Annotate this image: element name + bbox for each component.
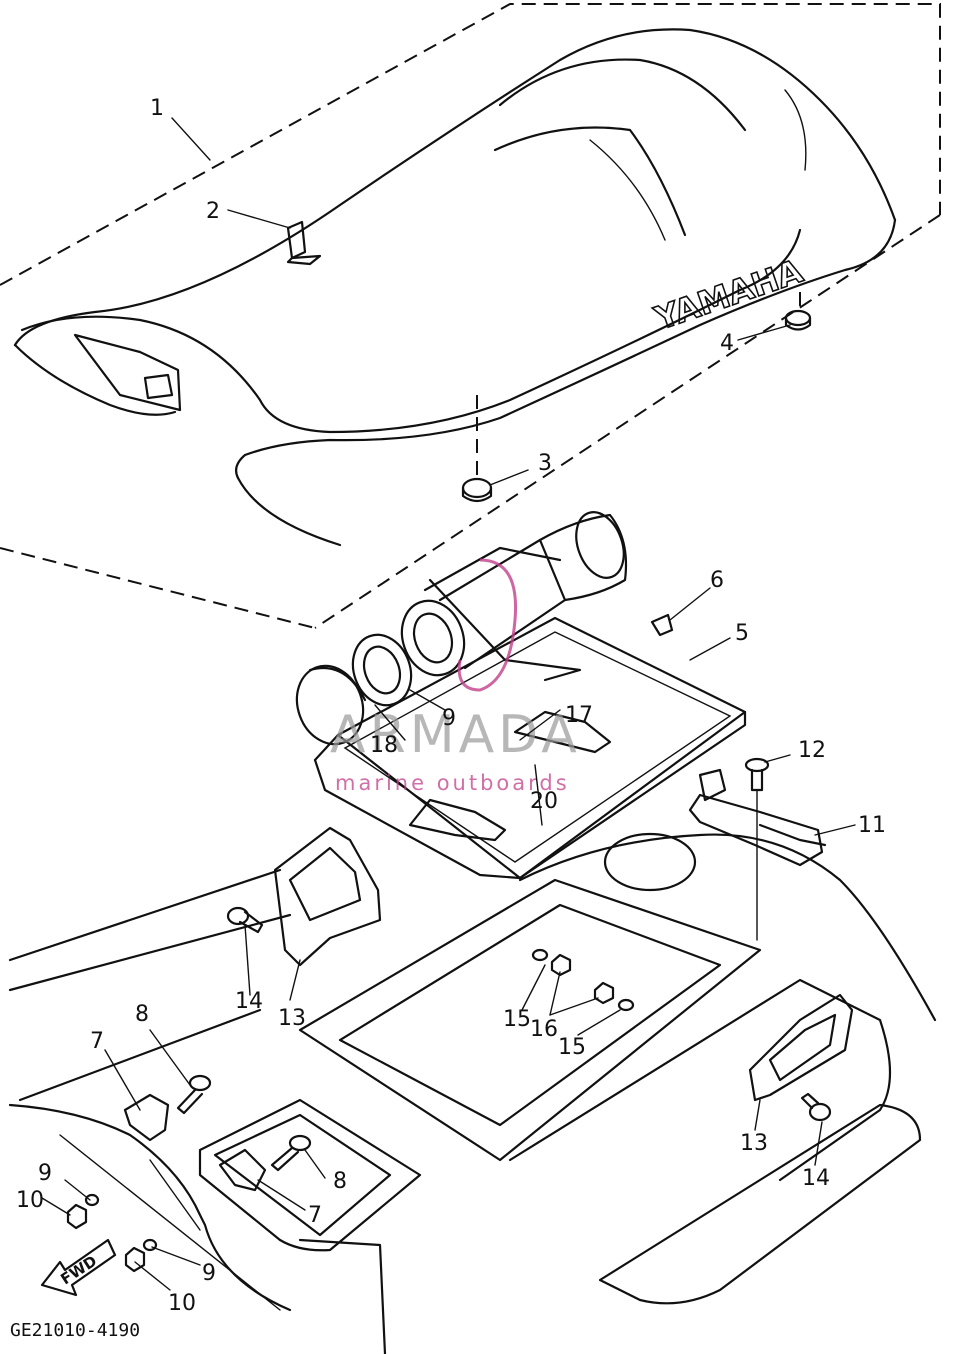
- washer-part-15-a: [531, 948, 549, 962]
- clip-part-6: [650, 613, 674, 637]
- callout-4: 4: [720, 331, 734, 356]
- screw-part-14-right: [800, 1092, 832, 1122]
- callout-18: 18: [370, 733, 398, 758]
- svg-text:FWD: FWD: [57, 1252, 100, 1288]
- seat-tag-part-2: [286, 220, 322, 266]
- nut-part-16-b: [593, 981, 615, 1005]
- callout-numbers: 1 2 3 4 5 6 9 17 18 12 20 11 14 13 15 16…: [16, 96, 886, 1316]
- callout-9-top: 9: [442, 706, 456, 731]
- ring-part-9: [351, 633, 413, 707]
- callout-13-left: 13: [278, 1006, 306, 1031]
- bracket-part-13-right: [748, 993, 854, 1102]
- washer-part-9-left: [84, 1193, 100, 1207]
- screw-part-14-left: [226, 906, 264, 934]
- callout-5: 5: [735, 621, 749, 646]
- deck-body: [8, 832, 937, 1354]
- nut-part-16-a: [550, 953, 572, 977]
- callout-6: 6: [710, 568, 724, 593]
- callout-leaders: [41, 117, 856, 1291]
- cap-part-18: [295, 664, 367, 746]
- bolt-part-8-lower: [270, 1134, 312, 1172]
- bolt-part-8-upper: [176, 1074, 212, 1115]
- svg-text:marine outboards: marine outboards: [335, 771, 570, 795]
- seat-assembly-boundary: [0, 3, 941, 629]
- svg-text:ARMADA: ARMADA: [330, 705, 581, 765]
- callout-10-left: 10: [16, 1188, 44, 1213]
- callout-16: 16: [530, 1017, 558, 1042]
- fitting-part-17: [400, 511, 628, 682]
- yamaha-logo: YAMAHA: [648, 251, 808, 339]
- callout-1: 1: [150, 96, 164, 121]
- nut-part-10-left: [66, 1203, 88, 1230]
- callout-20: 20: [530, 789, 558, 814]
- callout-8-lower: 8: [333, 1169, 347, 1194]
- nut-part-10-bottom: [124, 1246, 146, 1273]
- damper-part-4: [784, 292, 812, 331]
- seat-part-1: [13, 28, 897, 547]
- callout-15-left: 15: [503, 1007, 531, 1032]
- washer-part-15-b: [617, 998, 635, 1012]
- forward-direction-arrow: FWD: [40, 1238, 117, 1297]
- callout-8-upper: 8: [135, 1002, 149, 1027]
- callout-7-lower: 7: [308, 1203, 322, 1228]
- callout-11: 11: [858, 813, 886, 838]
- bolt-part-12: [744, 757, 770, 941]
- latch-part-11: [688, 768, 827, 867]
- svg-text:YAMAHA: YAMAHA: [649, 252, 807, 338]
- callout-2: 2: [206, 199, 220, 224]
- callout-10-bottom: 10: [168, 1291, 196, 1316]
- callout-15-right: 15: [558, 1035, 586, 1060]
- bracket-part-13-left: [273, 826, 382, 967]
- callout-3: 3: [538, 451, 552, 476]
- callout-12: 12: [798, 738, 826, 763]
- hinge-part-7-upper: [123, 1093, 170, 1142]
- callout-14-left: 14: [235, 989, 263, 1014]
- callout-9-bottom: 9: [202, 1261, 216, 1286]
- gasket-part-20: [408, 710, 612, 842]
- callout-14-right: 14: [802, 1166, 830, 1191]
- washer-part-9-bottom: [142, 1238, 158, 1252]
- hinge-part-7-lower: [218, 1148, 267, 1192]
- callout-13-right: 13: [740, 1131, 768, 1156]
- callout-9-left: 9: [38, 1161, 52, 1186]
- callout-17: 17: [565, 703, 593, 728]
- watermark-logo: ARMADA marine outboards: [330, 558, 581, 795]
- callout-7-upper: 7: [90, 1029, 104, 1054]
- diagram-code: GE21010-4190: [10, 1320, 140, 1341]
- damper-part-3: [461, 395, 493, 503]
